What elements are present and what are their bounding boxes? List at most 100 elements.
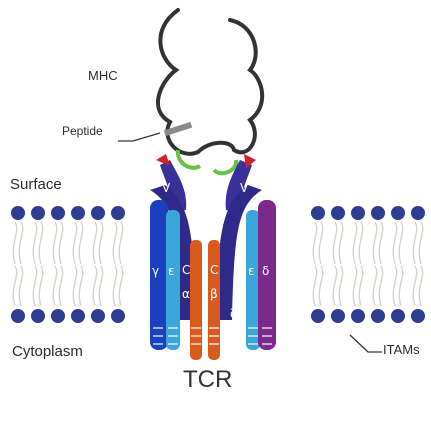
peptide-pointer (118, 132, 161, 142)
tcr-alpha-chain (150, 185, 196, 320)
lipid-tail (118, 265, 124, 307)
peptide (163, 121, 193, 137)
lipid-tail (32, 265, 38, 307)
lipid-head-outer (311, 206, 325, 220)
lipid-tail (18, 221, 24, 265)
lipid-head-outer (371, 206, 385, 220)
membrane-heads-top (11, 206, 425, 220)
cd3-epsilon-right-chain (246, 210, 260, 350)
lipid-tail (318, 221, 324, 265)
lipid-tail (92, 265, 98, 307)
lipid-head-inner (71, 309, 85, 323)
lipid-tail (418, 265, 424, 307)
lipid-tail (372, 265, 378, 307)
lipid-tail (118, 221, 124, 265)
tcr-label: TCR (183, 366, 233, 393)
lipid-head-outer (351, 206, 365, 220)
lipid-head-outer (91, 206, 105, 220)
chain-label-alpha: α (182, 287, 190, 301)
membrane-tails (12, 221, 424, 307)
lipid-head-inner (51, 309, 65, 323)
lipid-tail (72, 221, 78, 265)
antigen-loop-right (212, 159, 239, 176)
itam-markers (153, 327, 272, 345)
lipid-tail (332, 265, 338, 307)
tcr-beta-chain (216, 185, 262, 320)
lipid-tail (12, 221, 18, 265)
cd3-delta-chain (258, 200, 276, 350)
chain-label-c-left: C (182, 263, 190, 277)
itams-pointer (349, 334, 382, 353)
lipid-tail (312, 265, 318, 307)
chain-label-zeta-1: ζ (240, 287, 247, 301)
lipid-tail (12, 265, 18, 307)
lipid-head-outer (391, 206, 405, 220)
lipid-tail (338, 221, 344, 265)
lipid-head-inner (411, 309, 425, 323)
lipid-tail (392, 265, 398, 307)
lipid-tail (412, 221, 418, 265)
mhc-label: MHC (88, 68, 118, 83)
lipid-tail (338, 265, 344, 307)
lipid-tail (412, 265, 418, 307)
lipid-tail (78, 221, 84, 265)
lipid-tail (58, 265, 64, 307)
lipid-tail (312, 221, 318, 265)
chain-label-beta: β (210, 287, 218, 301)
mhc-molecule (156, 8, 265, 156)
tcr-beta-v-domain (225, 160, 252, 212)
lipid-head-inner (111, 309, 125, 323)
chain-label-delta: δ (262, 264, 269, 278)
chain-label-gamma: γ (152, 264, 159, 278)
red-loop-right (244, 154, 256, 168)
lipid-head-inner (31, 309, 45, 323)
lipid-tail (392, 221, 398, 265)
lipid-head-outer (11, 206, 25, 220)
itams-label: ITAMs (383, 342, 420, 357)
lipid-head-outer (71, 206, 85, 220)
lipid-head-outer (111, 206, 125, 220)
lipid-tail (398, 221, 404, 265)
lipid-tail (112, 221, 118, 265)
lipid-tail (72, 265, 78, 307)
lipid-tail (318, 265, 324, 307)
lipid-tail (352, 221, 358, 265)
zeta-left-chain (190, 240, 202, 360)
lipid-head-inner (311, 309, 325, 323)
lipid-tail (358, 221, 364, 265)
lipid-tail (58, 221, 64, 265)
lipid-head-inner (351, 309, 365, 323)
lipid-tail (98, 221, 104, 265)
lipid-tail (358, 265, 364, 307)
lipid-tail (352, 265, 358, 307)
lipid-tail (92, 221, 98, 265)
surface-label: Surface (10, 176, 62, 193)
lipid-tail (38, 221, 44, 265)
lipid-head-inner (371, 309, 385, 323)
lipid-tail (52, 265, 58, 307)
lipid-tail (418, 221, 424, 265)
lipid-head-outer (31, 206, 45, 220)
lipid-tail (332, 221, 338, 265)
lipid-head-outer (331, 206, 345, 220)
chain-label-zeta-2: ζ (230, 307, 237, 321)
lipid-tail (78, 265, 84, 307)
cd3-epsilon-left-chain (166, 210, 180, 350)
red-loop-left (156, 154, 170, 166)
membrane-heads-bottom (11, 309, 425, 323)
lipid-tail (52, 221, 58, 265)
lipid-head-inner (11, 309, 25, 323)
cd3-gamma-chain (150, 200, 168, 350)
peptide-label: Peptide (62, 124, 103, 138)
chain-label-v-left: V (162, 181, 171, 195)
lipid-head-inner (331, 309, 345, 323)
lipid-head-inner (91, 309, 105, 323)
chain-label-v-right: V (240, 181, 249, 195)
chain-label-c-right: C (210, 263, 218, 277)
zeta-right-chain (208, 240, 220, 360)
lipid-tail (378, 221, 384, 265)
lipid-head-outer (411, 206, 425, 220)
lipid-tail (18, 265, 24, 307)
